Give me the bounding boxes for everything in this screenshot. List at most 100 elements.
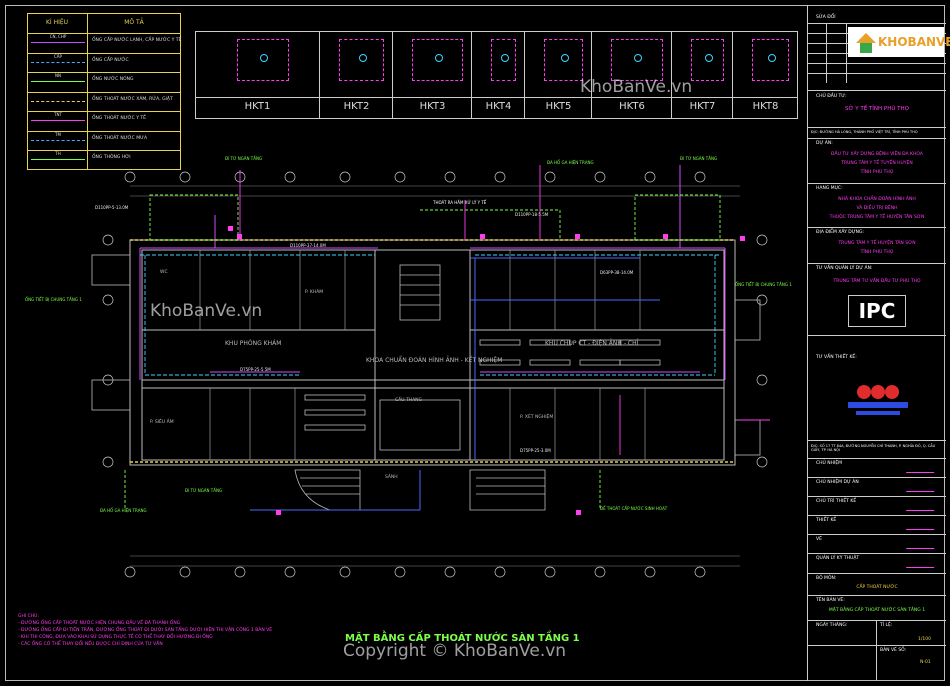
hkt-shaft xyxy=(412,39,463,81)
hkt-shaft xyxy=(544,39,583,81)
room-label-ultrasound: P. SIÊU ÂM xyxy=(150,420,174,425)
plan-top-label-4: THOÁT RA HẦM XỬ LÝ Y TẾ xyxy=(433,200,487,205)
floor-plan xyxy=(91,165,770,578)
signature-mark xyxy=(905,462,939,473)
hkt-label: HKT7 xyxy=(689,101,716,112)
hkt-cell: HKT8 xyxy=(733,31,798,119)
plan-top-label-3: ĐI TỪ NGÁN TẦNG xyxy=(680,156,718,161)
tb-role-label: QUẢN LÝ KỸ THUẬT xyxy=(816,556,860,561)
hkt-divider xyxy=(320,97,393,98)
legend-line-symbol xyxy=(31,100,85,102)
legend-line-symbol xyxy=(31,120,85,121)
tb-drawing: MẶT BẰNG CẤP THOÁT NƯỚC SÀN TẦNG 1 xyxy=(828,608,926,613)
tb-project-label: DỰ ÁN: xyxy=(816,141,833,146)
hkt-divider xyxy=(525,97,592,98)
hkt-cell: HKT4 xyxy=(472,31,525,119)
signature-mark xyxy=(905,500,939,511)
pipe-tag-3: D110PP-18-5.5M xyxy=(515,212,549,217)
tb-location-line: TRUNG TÂM Y TẾ HUYỆN TÂN SƠN xyxy=(838,241,916,246)
legend-code: TNT xyxy=(54,112,62,117)
hkt-cell: HKT5 xyxy=(525,31,592,119)
tb-role-divider xyxy=(808,496,946,497)
watermark: KhoBanVe.vn xyxy=(150,301,263,321)
pipe-tag-6: D75PP-25-3.0M xyxy=(520,448,551,453)
watermark: Copyright © KhoBanVe.vn xyxy=(343,641,567,661)
tb-item-line: VÀ ĐIỀU TRỊ BỆNH xyxy=(856,206,898,211)
legend-description: ỐNG NƯỚC NÓNG xyxy=(92,77,134,82)
legend-description: ỐNG CẤP NƯỚC xyxy=(92,57,129,63)
tb-role-label: THIẾT KẾ xyxy=(816,518,837,523)
hkt-cell: HKT7 xyxy=(672,31,733,119)
signature-mark xyxy=(905,557,939,568)
tb-stage: CẤP THOÁT NƯỚC xyxy=(856,585,898,590)
tb-role-divider xyxy=(808,553,946,554)
hkt-divider xyxy=(733,97,798,98)
side-label-1: ỐNG TIẾT BỊ CHUNG TẦNG 1 xyxy=(25,297,82,302)
legend-description: ỐNG THÔNG HƠI xyxy=(92,155,131,160)
legend-description: ỐNG THOÁT NƯỚC XÁM, RỬA, GIẶT xyxy=(92,96,173,102)
side-label-4: ĐA HỐ GA HIỆN TRẠNG xyxy=(100,508,147,513)
tb-stage-label: BỘ MÔN: xyxy=(816,576,837,581)
legend-header-description: MÔ TẢ xyxy=(124,19,144,26)
plan-top-label-2: ĐA HỐ GA HIỆN TRẠNG xyxy=(547,160,594,165)
signature-mark xyxy=(905,519,939,530)
logo-house-icon xyxy=(856,33,876,53)
hkt-riser xyxy=(358,54,367,62)
plan-top-label-1: ĐI TỪ NGÁN TẦNG xyxy=(225,156,263,161)
legend-code: TM xyxy=(55,131,61,137)
hkt-shaft xyxy=(236,39,289,81)
khobanve-logo: KHOBANVE xyxy=(848,27,950,57)
hkt-shaft xyxy=(491,39,516,81)
legend-code: CN, CHP xyxy=(49,34,67,39)
hkt-riser xyxy=(704,54,713,62)
tb-location-label: ĐỊA ĐIỂM XÂY DỰNG: xyxy=(816,230,864,235)
tb-drawing-label: TÊN BẢN VẼ: xyxy=(816,598,845,603)
side-label-5: ĐẾ THOÁT CẤP NƯỚC SINH HOẠT xyxy=(600,506,668,511)
tb-date-label: NGÀY THÁNG: xyxy=(816,623,848,628)
notes: GHI CHÚ: - ĐƯỜNG ỐNG CẤP THOÁT NƯỚC HIỆN… xyxy=(18,613,272,648)
hkt-riser xyxy=(434,54,443,62)
tb-item-line: NHÀ KHOA CHẨN ĐOÁN HÌNH ẢNH xyxy=(838,197,916,202)
consultant-logo-icon xyxy=(848,385,908,415)
tb-item-line: THUỘC TRUNG TÂM Y TẾ HUYỆN TÂN SƠN xyxy=(829,215,925,220)
tb-role-label: CHỦ NHIỆM xyxy=(816,461,843,466)
room-label-lobby: SẢNH xyxy=(385,475,398,480)
signature-mark xyxy=(905,481,939,492)
hkt-label: HKT2 xyxy=(343,101,370,112)
tb-location-line: TỈNH PHÚ THỌ xyxy=(860,250,894,255)
room-label-clinic: KHU PHÒNG KHÁM xyxy=(225,340,282,347)
tb-consultant-address: Đ/C: SỐ 17 TT 84A, ĐƯỜNG NGUYỄN CHÍ THAN… xyxy=(811,444,936,452)
tb-role-divider xyxy=(808,458,946,459)
tb-consultant-label: TƯ VẤN THIẾT KẾ: xyxy=(816,355,857,360)
signature-mark xyxy=(905,538,939,549)
hkt-riser xyxy=(500,54,509,62)
drawing-frame xyxy=(5,5,945,681)
legend-code: TH xyxy=(55,151,61,156)
hkt-divider xyxy=(472,97,525,98)
plan-title: MẶT BẰNG CẤP THOÁT NƯỚC SÀN TẦNG 1 xyxy=(345,633,580,644)
room-label-diagnostics: KHOA CHUẨN ĐOÁN HÌNH ẢNH - KẾT NGHIỆM xyxy=(366,357,503,364)
hkt-shaft xyxy=(611,39,663,81)
legend-line-symbol xyxy=(31,61,85,63)
legend-line-symbol xyxy=(31,81,85,82)
legend-line-symbol xyxy=(31,42,85,43)
hkt-shaft xyxy=(691,39,724,81)
side-label-2: ỐNG TIẾT BỊ CHUNG TẦNG 1 xyxy=(735,282,792,287)
tb-revision-header: SỬA ĐỔI xyxy=(816,15,836,20)
tb-role-divider xyxy=(808,534,946,535)
tb-supervisor-label: TƯ VẤN QUẢN LÝ DỰ ÁN: xyxy=(816,266,873,271)
legend-line-symbol xyxy=(31,159,85,160)
tb-supervisor: TRUNG TÂM TƯ VẤN ĐẦU TƯ PHÚ THỌ xyxy=(833,279,921,284)
side-label-3: ĐI TỪ NGÁN TẦNG xyxy=(185,488,223,493)
hkt-label: HKT6 xyxy=(619,101,645,112)
room-label-exam: P. KHÁM xyxy=(305,290,324,295)
hkt-cell: HKT6 xyxy=(592,31,672,119)
legend-header-symbol: KÍ HIỆU xyxy=(45,19,69,26)
hkt-riser xyxy=(560,54,569,62)
pipe-tag-1: D110PP-5-13.0M xyxy=(95,205,129,210)
hkt-cell: HKT2 xyxy=(320,31,393,119)
hkt-riser xyxy=(634,54,642,62)
hkt-label: HKT8 xyxy=(752,101,779,112)
